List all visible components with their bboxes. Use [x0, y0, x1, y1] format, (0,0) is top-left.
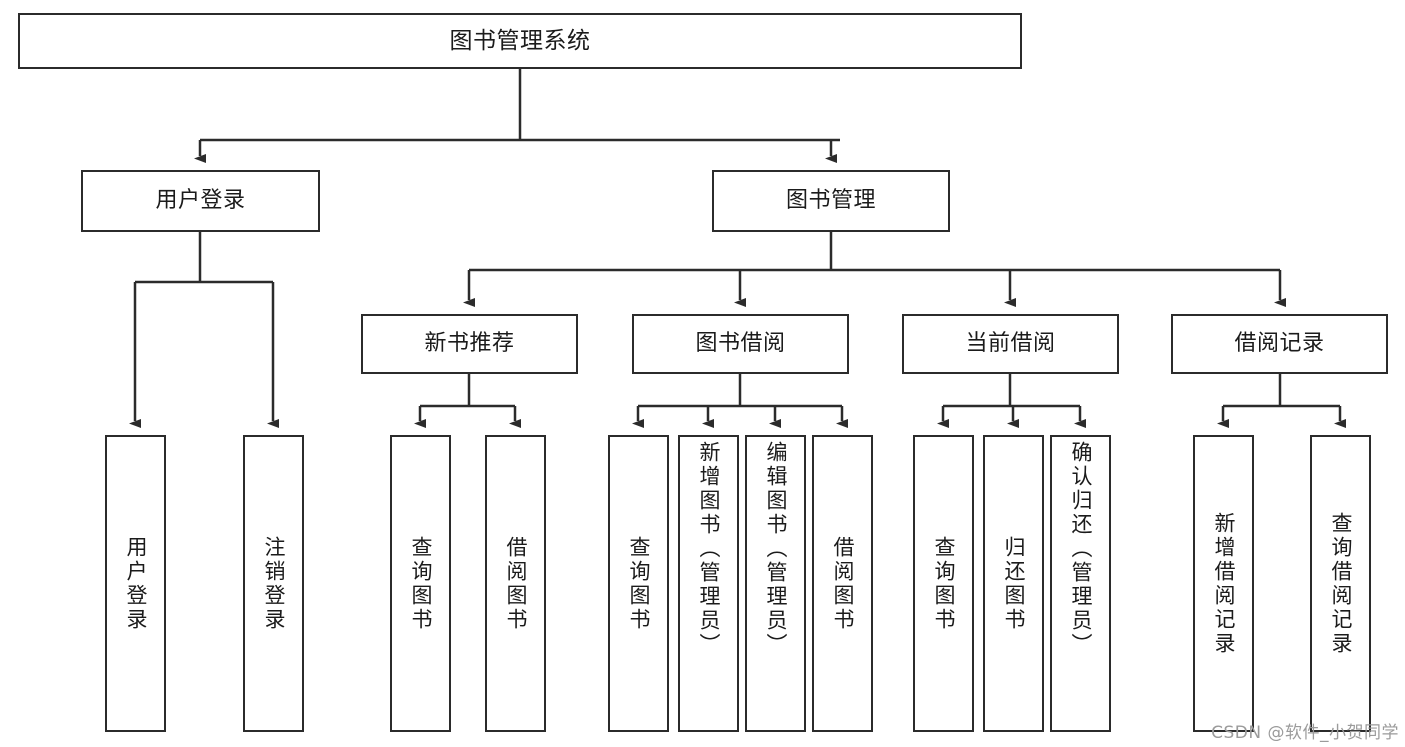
node-leaf-edit-book-label: 编辑图书（管理员）: [764, 441, 788, 657]
node-leaf-borrow-book-1[interactable]: 借阅图书: [485, 435, 546, 732]
node-leaf-add-book[interactable]: 新增图书（管理员）: [678, 435, 739, 732]
node-root[interactable]: 图书管理系统: [18, 13, 1022, 69]
node-user-login-label: 用户登录: [155, 188, 246, 214]
node-new-book-recommend-label: 新书推荐: [424, 331, 515, 357]
node-book-manage-label: 图书管理: [785, 188, 876, 214]
node-leaf-query-record-label: 查询借阅记录: [1329, 511, 1353, 656]
node-root-label: 图书管理系统: [449, 27, 591, 54]
node-book-borrow[interactable]: 图书借阅: [632, 314, 849, 374]
node-leaf-query-book-1-label: 查询图书: [409, 535, 433, 632]
node-leaf-query-record[interactable]: 查询借阅记录: [1310, 435, 1371, 732]
node-leaf-query-book-3-label: 查询图书: [932, 535, 956, 632]
node-current-borrow-label: 当前借阅: [965, 331, 1056, 357]
node-leaf-return-book-label: 归还图书: [1002, 535, 1026, 632]
node-leaf-confirm-return[interactable]: 确认归还（管理员）: [1050, 435, 1111, 732]
node-leaf-add-record-label: 新增借阅记录: [1212, 511, 1236, 656]
node-leaf-add-record[interactable]: 新增借阅记录: [1193, 435, 1254, 732]
node-leaf-borrow-book-2-label: 借阅图书: [831, 535, 855, 632]
node-leaf-borrow-book-2[interactable]: 借阅图书: [812, 435, 873, 732]
node-current-borrow[interactable]: 当前借阅: [902, 314, 1119, 374]
node-leaf-add-book-label: 新增图书（管理员）: [697, 441, 721, 657]
node-leaf-return-book[interactable]: 归还图书: [983, 435, 1044, 732]
node-leaf-query-book-1[interactable]: 查询图书: [390, 435, 451, 732]
node-leaf-query-book-2-label: 查询图书: [627, 535, 651, 632]
node-leaf-logout-label: 注销登录: [262, 535, 286, 632]
node-book-borrow-label: 图书借阅: [695, 331, 786, 357]
node-leaf-user-login[interactable]: 用户登录: [105, 435, 166, 732]
node-leaf-user-login-label: 用户登录: [124, 535, 148, 632]
node-borrow-record[interactable]: 借阅记录: [1171, 314, 1388, 374]
node-leaf-query-book-2[interactable]: 查询图书: [608, 435, 669, 732]
node-leaf-borrow-book-1-label: 借阅图书: [504, 535, 528, 632]
node-leaf-logout[interactable]: 注销登录: [243, 435, 304, 732]
node-user-login[interactable]: 用户登录: [81, 170, 320, 232]
node-new-book-recommend[interactable]: 新书推荐: [361, 314, 578, 374]
node-leaf-confirm-return-label: 确认归还（管理员）: [1069, 441, 1093, 657]
node-borrow-record-label: 借阅记录: [1234, 331, 1325, 357]
node-leaf-query-book-3[interactable]: 查询图书: [913, 435, 974, 732]
node-leaf-edit-book[interactable]: 编辑图书（管理员）: [745, 435, 806, 732]
watermark: CSDN @软件_小贺同学: [1211, 723, 1399, 743]
node-book-manage[interactable]: 图书管理: [712, 170, 950, 232]
